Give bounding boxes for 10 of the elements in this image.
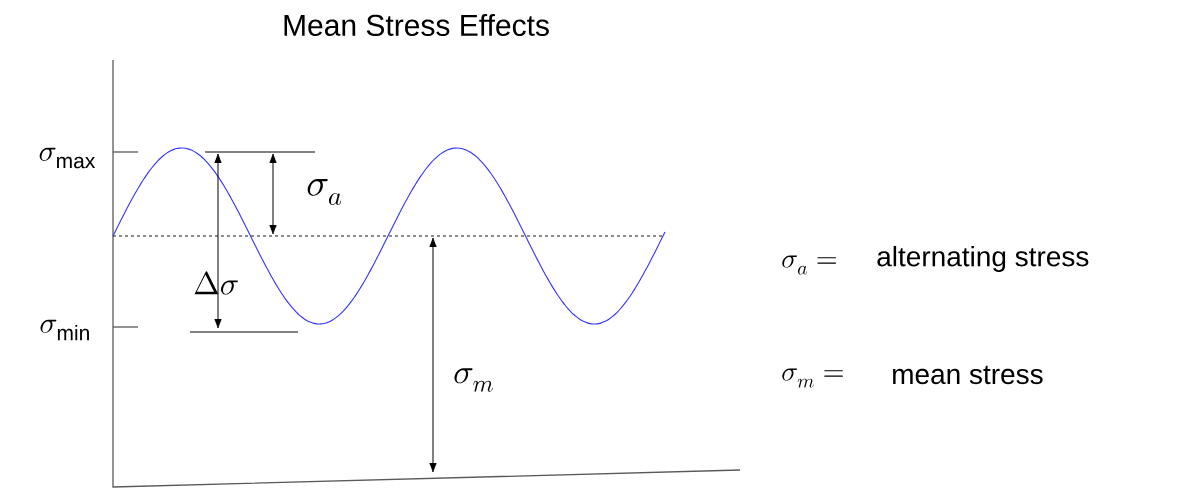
math-label: $\sigma_{\mathrm{max}}$: [39, 147, 96, 169]
label: alternating stress: [877, 245, 1089, 273]
math-label: $\sigma_m$: [454, 368, 493, 392]
label: mean stress: [893, 365, 1043, 385]
math-label: $\Delta\sigma$: [194, 271, 238, 295]
math-label: $\sigma_{\mathrm{min}}$: [40, 319, 89, 341]
math-label: $\sigma_a =$: [782, 255, 837, 275]
title: Mean Stress Effects: [284, 14, 549, 36]
math-label: $\sigma_m =$: [782, 368, 843, 388]
math-label: $\sigma_a$: [307, 178, 342, 206]
